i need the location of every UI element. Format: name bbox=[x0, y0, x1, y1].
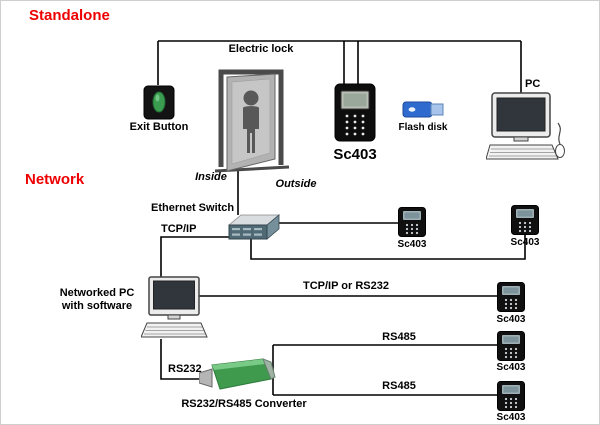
section-standalone-label: Standalone bbox=[29, 7, 110, 24]
sc403-network-right3-icon bbox=[497, 381, 525, 411]
exit-button-label: Exit Button bbox=[129, 121, 189, 133]
sc403-network-top1-label: Sc403 bbox=[397, 239, 427, 250]
mouse-icon bbox=[555, 144, 565, 158]
person-silhouette-icon bbox=[243, 90, 259, 153]
sc403-network-top1-icon bbox=[398, 207, 426, 237]
tcpip-or-rs232-label: TCP/IP or RS232 bbox=[303, 280, 389, 292]
flash-disk-icon bbox=[402, 101, 444, 118]
section-network-label: Network bbox=[25, 171, 85, 188]
rs232-rs485-converter-icon bbox=[199, 358, 276, 390]
networked-pc-icon bbox=[141, 276, 208, 338]
flash-disk-label: Flash disk bbox=[398, 122, 448, 133]
sc403-network-right1-icon bbox=[497, 282, 525, 312]
sc403-main-label: Sc403 bbox=[333, 146, 377, 163]
sc403-network-top2-icon bbox=[511, 205, 539, 235]
mouse-cable-icon bbox=[557, 122, 561, 145]
networked-pc-label-line1: Networked PC bbox=[59, 287, 135, 299]
sc403-network-right2-label: Sc403 bbox=[496, 362, 526, 373]
exit-button-icon bbox=[143, 85, 175, 120]
open-door-icon bbox=[214, 69, 290, 173]
rs485-label-2: RS485 bbox=[382, 380, 416, 392]
rs485-label-1: RS485 bbox=[382, 331, 416, 343]
ethernet-switch-label: Ethernet Switch bbox=[151, 202, 235, 214]
converter-label: RS232/RS485 Converter bbox=[181, 398, 307, 410]
pc-label: PC bbox=[525, 78, 541, 90]
networked-pc-label: Networked PC with software bbox=[53, 287, 141, 312]
rs232-label: RS232 bbox=[168, 363, 202, 375]
outside-label: Outside bbox=[275, 178, 317, 190]
sc403-network-right2-icon bbox=[497, 331, 525, 361]
electric-lock-label: Electric lock bbox=[228, 43, 294, 55]
sc403-network-right1-label: Sc403 bbox=[496, 314, 526, 325]
tcpip-label: TCP/IP bbox=[161, 223, 197, 235]
networked-pc-label-line2: with software bbox=[61, 299, 133, 312]
sc403-network-right3-label: Sc403 bbox=[496, 412, 526, 423]
sc403-network-top2-label: Sc403 bbox=[510, 237, 540, 248]
inside-label: Inside bbox=[195, 171, 227, 183]
sc403-terminal-icon bbox=[334, 83, 376, 142]
ethernet-switch-icon bbox=[227, 214, 281, 240]
pc-icon bbox=[486, 92, 565, 160]
